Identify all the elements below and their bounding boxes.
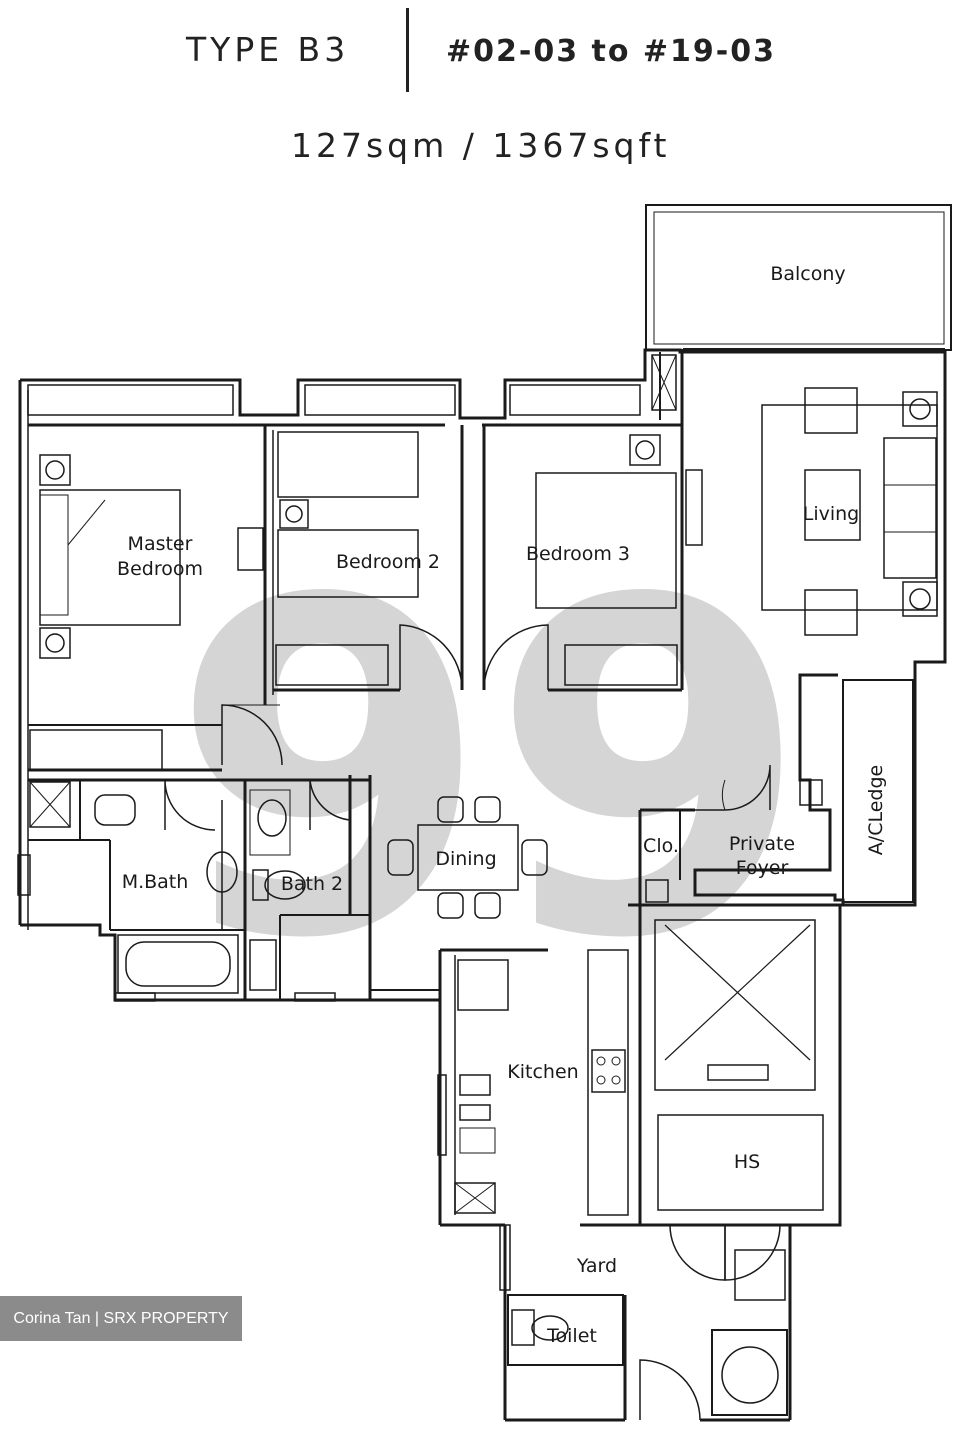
unit-range: #02-03 to #19-03 — [446, 34, 777, 69]
bed3 — [535, 472, 677, 609]
agent-credit-badge: Corina Tan | SRX PROPERTY — [0, 1296, 242, 1341]
room-label-master-bedroom-1: Master — [128, 533, 193, 555]
header-divider — [406, 8, 409, 92]
bed2-upper — [277, 431, 419, 498]
room-label-yard: Yard — [576, 1255, 617, 1277]
room-label-bedroom-3: Bedroom 3 — [526, 543, 630, 565]
room-label-hs: HS — [734, 1151, 760, 1173]
room-label-private-foyer-1: Private — [729, 833, 795, 855]
room-label-balcony: Balcony — [770, 263, 845, 285]
room-label-bedroom-2: Bedroom 2 — [336, 551, 440, 573]
room-label-bath-2: Bath 2 — [281, 873, 343, 895]
room-label-living: Living — [803, 503, 860, 525]
unit-area: 127sqm / 1367sqft — [291, 126, 671, 165]
room-label-master-bedroom-2: Bedroom — [117, 558, 203, 580]
room-label-ac-ledge: A/CLedge — [865, 765, 887, 855]
unit-type-title: TYPE B3 — [186, 30, 350, 69]
room-label-clo: Clo. — [643, 835, 679, 857]
room-label-kitchen: Kitchen — [507, 1061, 578, 1083]
room-label-toilet: Toilet — [546, 1325, 597, 1347]
room-label-private-foyer-2: Foyer — [736, 857, 789, 879]
room-label-m-bath: M.Bath — [122, 871, 189, 893]
outer-wall — [20, 348, 947, 907]
room-label-dining: Dining — [435, 848, 496, 870]
bed2-lower — [277, 529, 419, 598]
